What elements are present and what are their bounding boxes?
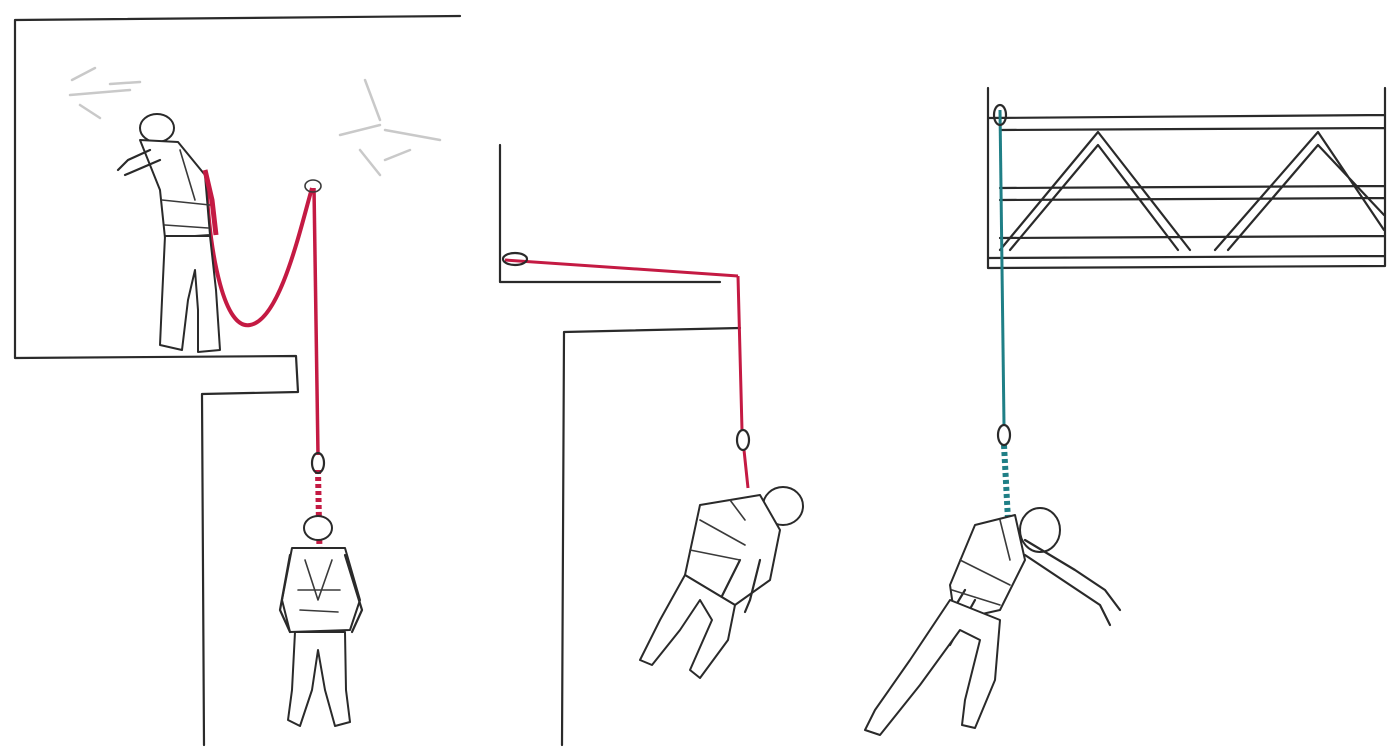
lowered-legs — [287, 631, 351, 727]
rescuer-harness — [161, 149, 211, 229]
lowered-harness — [297, 559, 341, 613]
anchor-clip — [304, 179, 322, 193]
lower-wall-outline — [560, 326, 742, 747]
truss-frame — [986, 86, 1387, 270]
right-worker-torso — [949, 514, 1026, 621]
lowered-helmet — [303, 515, 333, 541]
rescuer-torso — [139, 139, 211, 239]
scene-rescue-lanyard — [13, 14, 462, 747]
suspended-worker-right — [864, 507, 1122, 736]
lanyard-loop — [204, 179, 314, 328]
rescuer-helmet — [139, 113, 175, 143]
rescuer-legs — [159, 235, 221, 353]
right-worker-harness — [951, 519, 1011, 606]
sketch-mark-left — [68, 66, 142, 120]
scaffold-anchor-clip — [992, 103, 1008, 127]
truss-diagonals — [998, 130, 1386, 252]
lowered-worker — [278, 515, 364, 727]
lanyard-vertical — [998, 109, 1006, 426]
rescuer-arm — [116, 148, 162, 177]
lanyard-drop — [312, 187, 320, 456]
scaffold-truss — [986, 86, 1387, 270]
upper-slab-outline — [498, 143, 722, 284]
rescuer-lanyard-attach — [202, 169, 219, 236]
edge-anchor — [501, 251, 529, 267]
right-worker-head — [1019, 507, 1061, 553]
lanyard-braid — [1001, 444, 1011, 521]
rescuer-worker — [116, 113, 221, 353]
right-worker-legs — [864, 599, 1001, 736]
suspended-worker-center — [639, 486, 804, 679]
lanyard-snap-hook — [310, 451, 326, 475]
upper-wall-outline — [13, 14, 462, 747]
sketch-mark-right — [338, 78, 442, 177]
center-worker-harness — [689, 499, 746, 561]
scene-edge-anchor-fall — [498, 143, 804, 747]
scene-scaffold-anchor-fall — [864, 86, 1387, 736]
lanyard-snap-hook — [735, 428, 751, 452]
lanyard-vertical — [736, 275, 750, 489]
lanyard-snap-hook — [996, 423, 1012, 447]
right-worker-arm-out — [1023, 538, 1122, 627]
lowered-arms — [278, 553, 364, 634]
center-worker-legs — [639, 574, 736, 679]
lanyard-horizontal — [504, 258, 739, 278]
